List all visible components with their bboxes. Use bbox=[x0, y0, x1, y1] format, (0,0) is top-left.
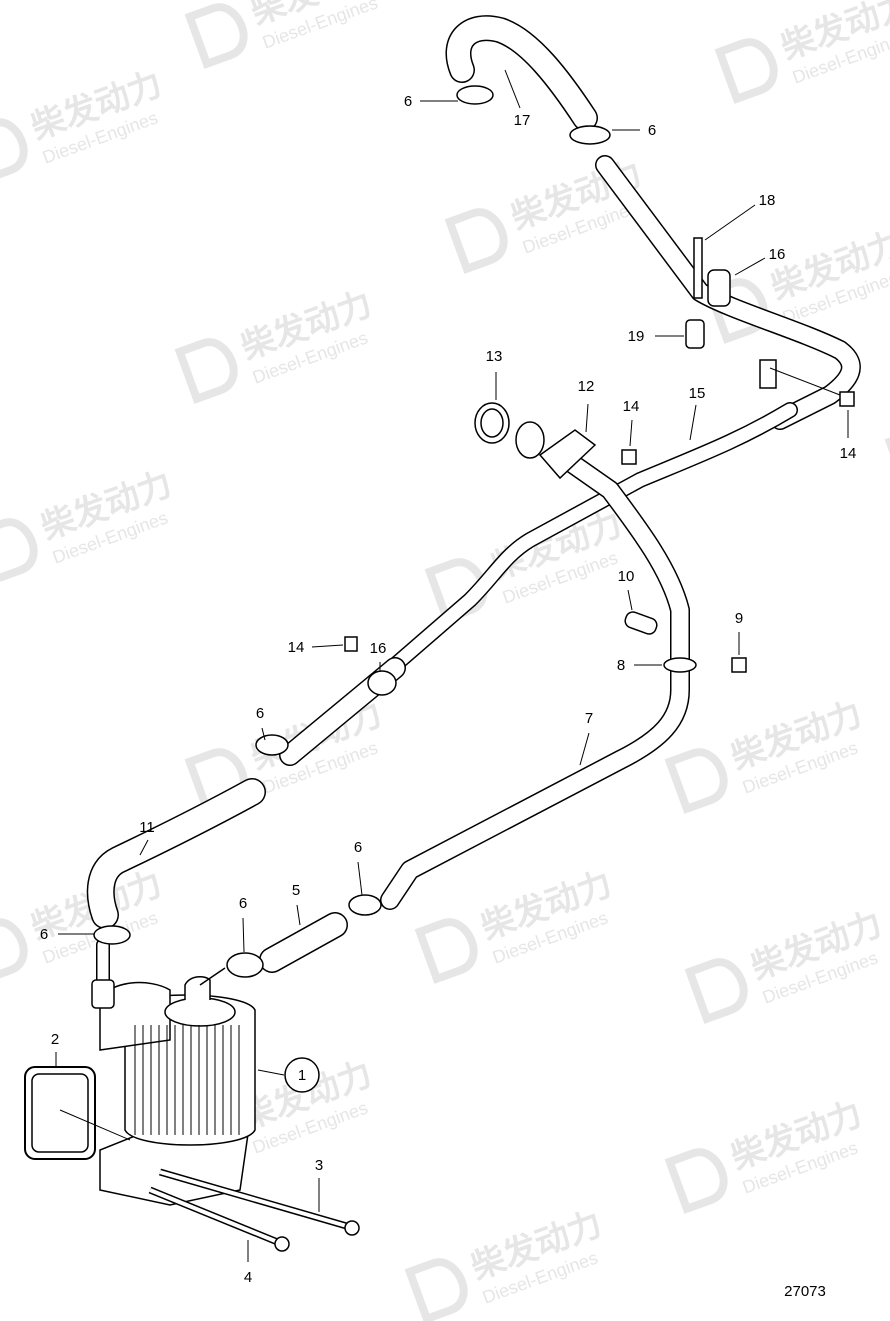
hose-17 bbox=[445, 15, 598, 131]
callout-circle-1 bbox=[284, 1057, 320, 1093]
label-13: 13 bbox=[486, 348, 503, 365]
label-10: 10 bbox=[618, 568, 635, 585]
label-6: 6 bbox=[40, 926, 48, 943]
label-2: 2 bbox=[51, 1031, 59, 1048]
hose-5 bbox=[259, 912, 348, 973]
gasket bbox=[24, 1066, 96, 1160]
fasteners bbox=[344, 237, 855, 673]
label-11: 11 bbox=[139, 819, 155, 836]
label-15: 15 bbox=[689, 385, 706, 402]
label-1: 1 bbox=[298, 1067, 306, 1084]
label-5: 5 bbox=[292, 882, 300, 899]
label-8: 8 bbox=[617, 657, 625, 674]
label-19: 19 bbox=[628, 328, 645, 345]
label-7: 7 bbox=[585, 710, 593, 727]
hose-11 bbox=[86, 778, 266, 929]
pipe-7 bbox=[380, 445, 690, 910]
label-3: 3 bbox=[315, 1157, 323, 1174]
label-18: 18 bbox=[759, 192, 776, 209]
label-6: 6 bbox=[354, 839, 362, 856]
hose-clamps bbox=[93, 85, 731, 978]
label-14: 14 bbox=[840, 445, 857, 462]
label-17: 17 bbox=[514, 112, 531, 129]
part-labels: 6 17 6 18 16 19 13 12 14 15 14 10 9 8 14… bbox=[40, 93, 857, 1300]
label-14: 14 bbox=[288, 639, 305, 656]
label-4: 4 bbox=[244, 1269, 252, 1286]
label-6: 6 bbox=[256, 705, 264, 722]
label-16: 16 bbox=[769, 246, 786, 263]
pipe-15 bbox=[387, 402, 798, 673]
air-pump bbox=[91, 967, 256, 1206]
leader-lines bbox=[55, 69, 849, 1262]
label-9: 9 bbox=[735, 610, 743, 627]
label-14: 14 bbox=[623, 398, 640, 415]
bolts-3-4 bbox=[148, 1168, 360, 1252]
label-6: 6 bbox=[404, 93, 412, 110]
label-6: 6 bbox=[648, 122, 656, 139]
label-6: 6 bbox=[239, 895, 247, 912]
drawing-number: 27073 bbox=[784, 1283, 826, 1300]
label-12: 12 bbox=[578, 378, 595, 395]
label-16: 16 bbox=[370, 640, 387, 657]
